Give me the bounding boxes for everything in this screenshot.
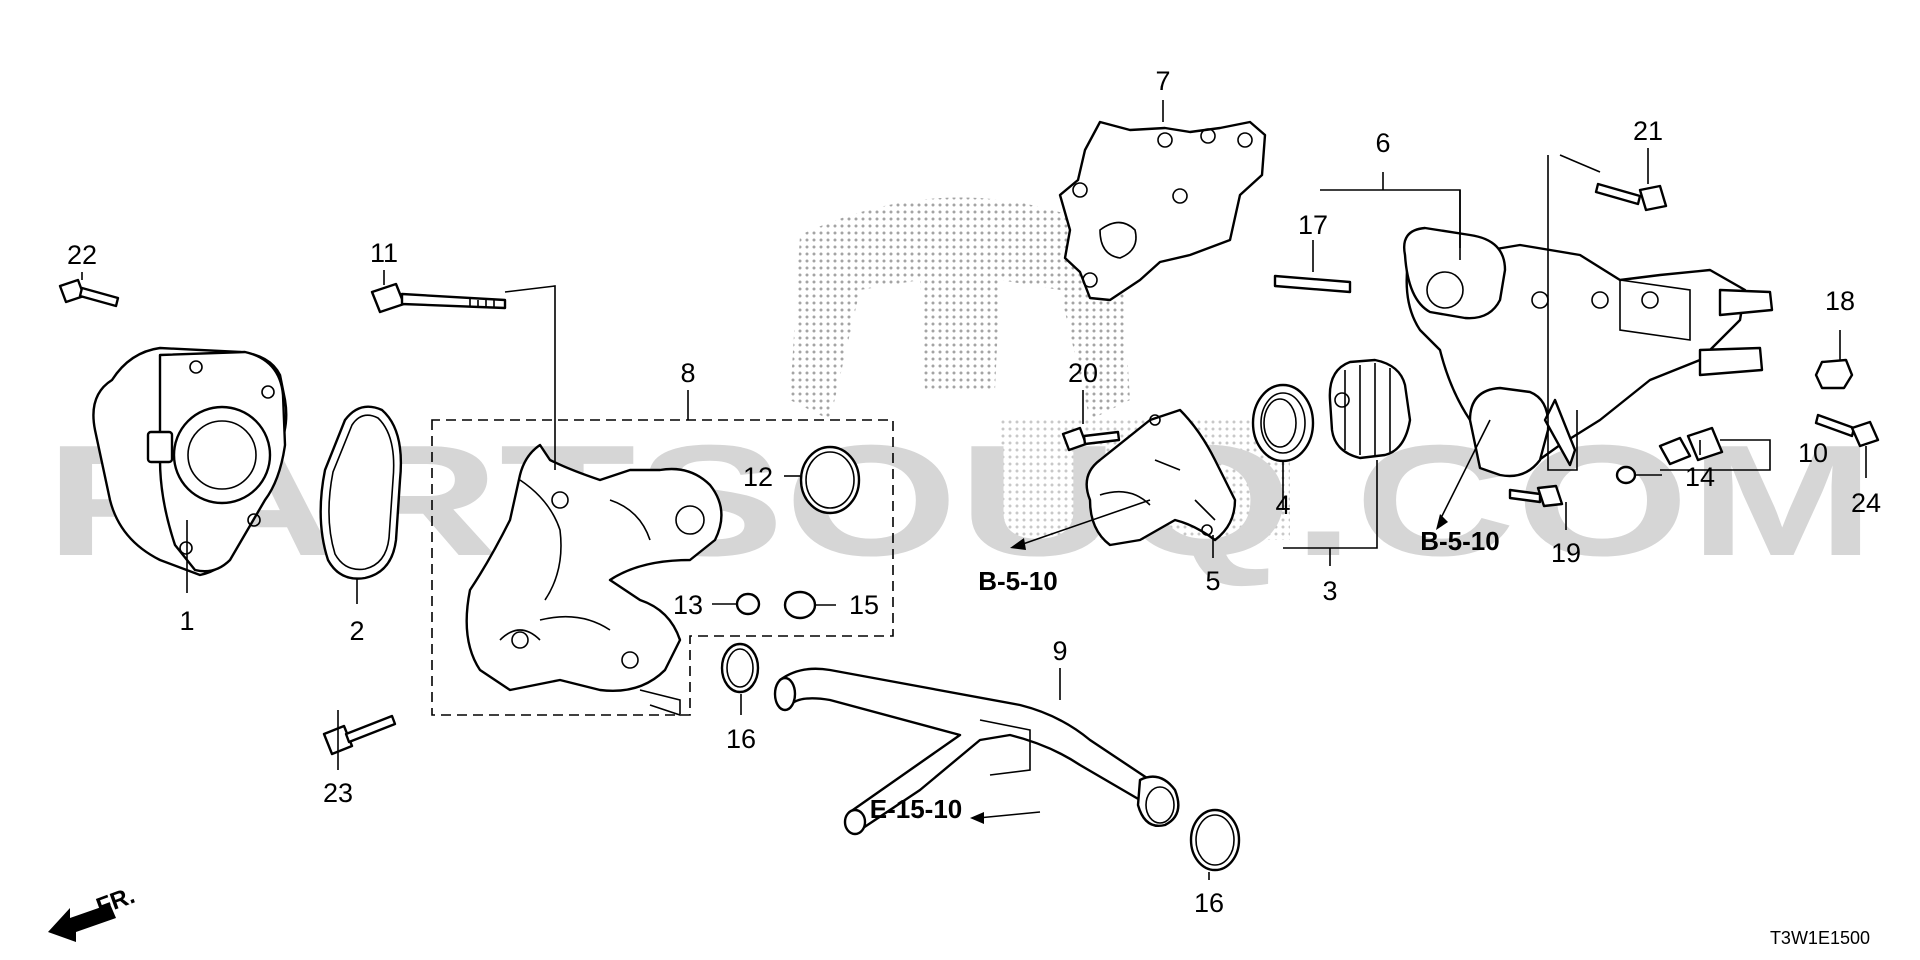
o-ring-13-part[interactable] [735,592,761,616]
pump-gasket-part[interactable] [319,405,403,580]
leader-lines [81,100,1867,880]
o-ring-16a-part[interactable] [720,642,760,694]
callout-12: 12 [743,462,773,492]
callout-24: 24 [1851,488,1881,518]
water-passage-housing-part[interactable] [465,443,723,717]
o-ring-15-part[interactable] [783,590,817,620]
front-arrow-icon [48,904,116,942]
callout-15: 15 [849,590,879,620]
callout-8: 8 [680,358,695,388]
bolt-23-part[interactable] [322,714,397,756]
ref-b510-right[interactable]: B-5-10 [1420,526,1499,556]
callout-19: 19 [1551,538,1581,568]
leader-arrowheads [970,514,1448,824]
callout-labels: 1 2 3 4 5 6 7 8 9 10 11 12 13 14 15 16 1… [67,66,1881,918]
o-ring-12-part[interactable] [799,445,861,515]
callout-5: 5 [1205,566,1220,596]
callout-2: 2 [349,616,364,646]
front-label: FR. [93,882,139,921]
thermostat-part[interactable] [1328,358,1412,460]
callout-23: 23 [323,778,353,808]
water-pump-part[interactable] [92,346,288,577]
bolt-19-part[interactable] [1508,484,1564,508]
callout-4: 4 [1275,490,1290,520]
seal-4-part[interactable] [1251,383,1315,463]
callout-6: 6 [1375,128,1390,158]
callout-13: 13 [673,590,703,620]
callout-3: 3 [1322,576,1337,606]
temp-sensor-part[interactable] [1658,426,1724,466]
bolt-20-part[interactable] [1061,426,1121,452]
bolt-22-part[interactable] [58,278,120,308]
water-outlet-housing-part[interactable] [1403,226,1774,478]
bolt-24-part[interactable] [1814,413,1880,448]
group-8-frame [431,419,894,716]
diagram-code: T3W1E1500 [1770,928,1870,948]
stud-17-part[interactable] [1273,274,1352,294]
reference-labels: B-5-10 B-5-10 E-15-10 [870,526,1500,824]
callout-22: 22 [67,240,97,270]
callout-20: 20 [1068,358,1098,388]
callout-17: 17 [1298,210,1328,240]
callout-18: 18 [1825,286,1855,316]
callout-9: 9 [1052,636,1067,666]
o-ring-16b-part[interactable] [1189,808,1241,872]
outlet-cover-part[interactable] [1085,408,1237,547]
callout-7: 7 [1155,66,1170,96]
bolt-11-part[interactable] [370,282,507,314]
bolt-21-part[interactable] [1594,182,1668,212]
callout-21: 21 [1633,116,1663,146]
callout-14: 14 [1685,462,1715,492]
ref-e1510[interactable]: E-15-10 [870,794,963,824]
nut-18-part[interactable] [1814,358,1854,390]
housing-gasket-part[interactable] [1058,120,1267,302]
callout-16b: 16 [1194,888,1224,918]
callout-10: 10 [1798,438,1828,468]
callout-11: 11 [370,238,398,268]
watermark-text: PARTSOUQ.COM [45,413,1875,589]
front-marker: FR. [48,882,138,942]
callout-1: 1 [179,606,194,636]
o-ring-14-part[interactable] [1615,465,1637,485]
callout-16a: 16 [726,724,756,754]
water-pipe-part[interactable] [773,667,1180,836]
ref-b510-left[interactable]: B-5-10 [978,566,1057,596]
